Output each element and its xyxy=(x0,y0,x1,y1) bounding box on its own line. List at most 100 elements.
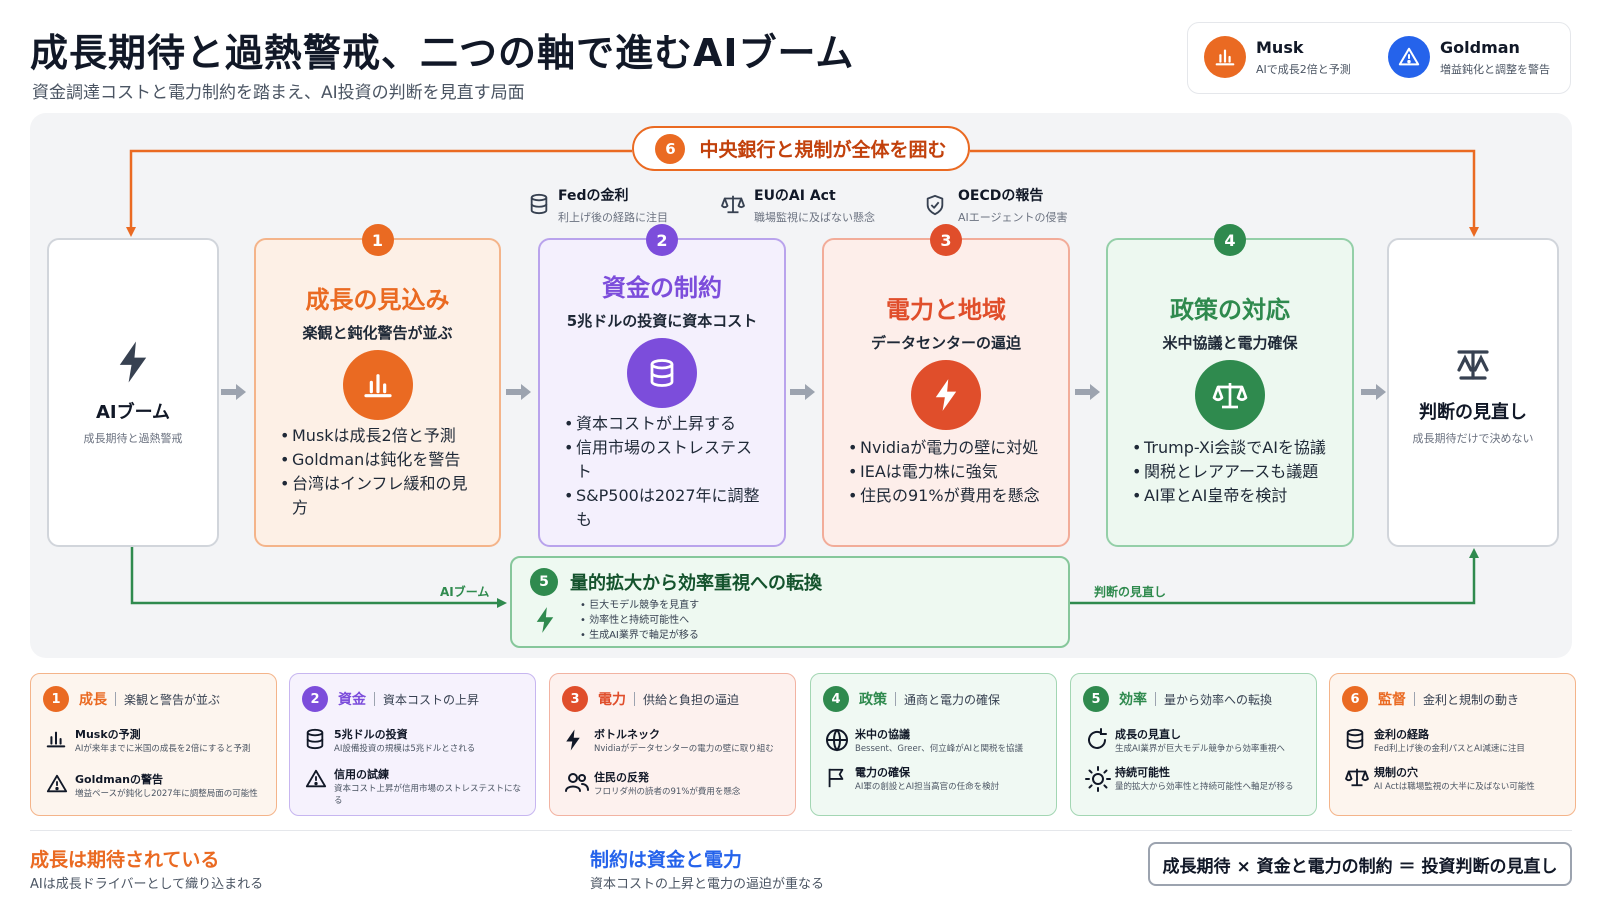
row-title: Goldmanの警告 xyxy=(75,773,163,786)
step-number: 4 xyxy=(1214,224,1246,256)
bullet-item: 関税とレアアースも議題 xyxy=(1132,460,1334,484)
bullet-item: S&P500は2027年に調整も xyxy=(564,484,766,532)
row-sub: Bessent、Greer、何立峰がAIと関税を協議 xyxy=(855,744,1024,754)
box-bullets: 巨大モデル競争を見直す 効率性と持続可能性へ 生成AI業界で軸足が移る xyxy=(580,598,699,643)
bullet-item: Muskは成長2倍と予測 xyxy=(280,424,481,448)
summary-row: 持続可能性量的拡大から効率性と持続可能性へ軸足が移る xyxy=(1085,764,1307,793)
bar-chart-icon xyxy=(342,350,413,420)
summary-desc: 量から効率への転換 xyxy=(1164,692,1273,707)
balance-icon xyxy=(1389,344,1557,384)
summary-row: 信用の試練資本コスト上昇が信用市場のストレステストになる xyxy=(304,766,526,807)
bullet-item: 住民の91%が費用を懸念 xyxy=(848,484,1050,508)
row-title: 住民の反発 xyxy=(594,771,649,784)
legend-desc: AIで成長2倍と予測 xyxy=(1256,62,1351,76)
database-icon xyxy=(304,726,334,755)
people-icon xyxy=(564,769,594,798)
bar-chart-icon xyxy=(1204,36,1246,78)
bullet-item: 信用市場のストレステスト xyxy=(564,436,766,484)
start-node-ai-boom: AIブーム 成長期待と過熱警戒 xyxy=(47,238,219,547)
step-number: 1 xyxy=(361,224,394,256)
flag-icon xyxy=(825,764,855,793)
row-sub: AIが来年までに米国の成長を2倍にすると予測 xyxy=(75,744,251,754)
footer-left-title: 成長は期待されている xyxy=(30,849,220,871)
footer-left-sub: AIは成長ドライバーとして織り込まれる xyxy=(30,877,264,892)
step-box-efficiency-shift: 5 量的拡大から効率重視への転換 巨大モデル競争を見直す 効率性と持続可能性へ … xyxy=(510,556,1070,648)
warning-icon xyxy=(1388,36,1430,78)
scale-icon xyxy=(1195,360,1265,430)
refresh-icon xyxy=(1085,726,1115,755)
summary-name: 監督 xyxy=(1378,692,1406,708)
end-node-sub: 成長期待だけで決めない xyxy=(1412,432,1534,445)
bullet-item: Trump-Xi会談でAIを協議 xyxy=(1132,436,1334,460)
legend-desc: 増益鈍化と調整を警告 xyxy=(1440,62,1550,76)
annotation-sub: 利上げ後の経路に注目 xyxy=(558,211,668,224)
bullet-item: 資本コストが上昇する xyxy=(564,412,766,436)
annotation-sub: AIエージェントの侵害 xyxy=(958,211,1068,224)
summary-name: 資金 xyxy=(338,692,366,708)
legend-item-musk: Musk AIで成長2倍と予測 xyxy=(1204,36,1351,78)
annotation-title: OECDの報告 xyxy=(958,188,1044,204)
annotation-fed: Fedの金利利上げ後の経路に注目 xyxy=(528,185,668,225)
bullet-item: 生成AI業界で軸足が移る xyxy=(580,628,699,643)
card-title: 資金の制約 xyxy=(602,274,722,302)
card-bullets: Muskは成長2倍と予測 Goldmanは鈍化を警告 台湾はインフレ緩和の見方 xyxy=(280,424,481,520)
row-sub: Fed利上げ後の金利パスとAI減速に注目 xyxy=(1374,744,1525,754)
footer-mid-sub: 資本コストの上昇と電力の逼迫が重なる xyxy=(590,877,825,892)
summary-desc: 供給と負担の逼迫 xyxy=(643,692,740,707)
summary-desc: 通商と電力の確保 xyxy=(904,692,1001,707)
start-node-title: AIブーム xyxy=(95,402,171,423)
row-sub: AI設備投資の規模は5兆ドルとされる xyxy=(334,744,476,754)
end-node-reassessment: 判断の見直し 成長期待だけで決めない xyxy=(1387,238,1559,547)
row-title: 金利の経路 xyxy=(1374,728,1429,741)
footer-mid-title: 制約は資金と電力 xyxy=(590,849,743,871)
step-arrows xyxy=(221,384,1386,400)
bullet-item: 効率性と持続可能性へ xyxy=(580,613,699,628)
row-title: 規制の穴 xyxy=(1374,766,1418,779)
step-card-policy: 4 政策の対応 米中協議と電力確保 Trump-Xi会談でAIを協議 関税とレア… xyxy=(1106,224,1354,547)
bullet-item: Nvidiaが電力の壁に対処 xyxy=(848,436,1050,460)
summary-row: 成長の見直し生成AI業界が巨大モデル競争から効率重視へ xyxy=(1085,726,1307,755)
bullet-item: AI軍とAI皇帝を検討 xyxy=(1132,484,1334,508)
bar-chart-icon xyxy=(45,726,75,755)
flow-arrow-right xyxy=(1070,548,1479,605)
row-sub: 生成AI業界が巨大モデル競争から効率重視へ xyxy=(1115,744,1285,754)
row-title: 持続可能性 xyxy=(1115,766,1170,779)
bullet-item: 台湾はインフレ緩和の見方 xyxy=(280,472,481,520)
legend-name: Goldman xyxy=(1440,37,1520,57)
sun-icon xyxy=(1085,764,1115,793)
bullet-item: 巨大モデル競争を見直す xyxy=(580,598,699,613)
step-number: 3 xyxy=(930,224,962,256)
footer-divider xyxy=(30,830,1572,831)
step-number: 4 xyxy=(823,686,849,712)
card-title: 政策の対応 xyxy=(1170,296,1290,324)
end-node-title: 判断の見直し xyxy=(1419,402,1527,423)
step-card-funding: 2 資金の制約 5兆ドルの投資に資本コスト 資本コストが上昇する 信用市場のスト… xyxy=(538,224,786,547)
shield-icon xyxy=(924,185,958,225)
row-title: 電力の確保 xyxy=(855,766,910,779)
surround-arrow-left xyxy=(126,149,632,237)
summary-row: 金利の経路 Fed利上げ後の金利パスとAI減速に注目 xyxy=(1344,726,1566,755)
warning-icon xyxy=(45,771,75,800)
step-number: 3 xyxy=(562,686,588,712)
row-sub: フロリダ州の読者の91%が費用を懸念 xyxy=(594,787,741,797)
legend-item-goldman: Goldman 増益鈍化と調整を警告 xyxy=(1388,36,1550,78)
row-sub: 資本コスト上昇が信用市場のストレステストになる xyxy=(334,784,522,806)
row-sub: Nvidiaがデータセンターの電力の壁に取り組む xyxy=(594,744,774,754)
step-number: 2 xyxy=(646,224,678,256)
summary-desc: 楽観と警告が並ぶ xyxy=(124,692,221,707)
card-subtitle: 楽観と鈍化警告が並ぶ xyxy=(302,324,453,342)
summary-row: Goldmanの警告増益ペースが鈍化し2027年に調整局面の可能性 xyxy=(45,771,267,800)
legend-name: Musk xyxy=(1256,37,1304,57)
annotation-title: Fedの金利 xyxy=(558,188,629,204)
card-title: 電力と地域 xyxy=(886,296,1006,324)
